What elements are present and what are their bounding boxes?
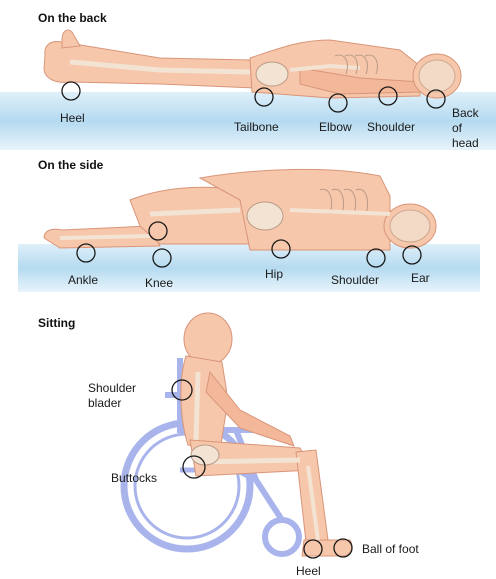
- section-title-side: On the side: [38, 158, 103, 172]
- back-body: [44, 30, 461, 98]
- section-title-sitting: Sitting: [38, 316, 75, 330]
- label-back-of-head-line1: Back: [452, 107, 479, 120]
- label-sitting-shoulder-line2: blader: [88, 397, 121, 410]
- label-side-knee: Knee: [145, 277, 173, 290]
- label-back-of-head-line2: of: [452, 122, 462, 135]
- label-back-of-head-line3: head: [452, 137, 479, 150]
- label-sitting-shoulder-line1: Shoulder: [88, 382, 136, 395]
- label-sitting-heel: Heel: [296, 565, 321, 578]
- label-side-hip: Hip: [265, 268, 283, 281]
- label-side-ankle: Ankle: [68, 274, 98, 287]
- label-back-tailbone: Tailbone: [234, 121, 279, 134]
- label-side-ear: Ear: [411, 272, 430, 285]
- label-sitting-ball-of-foot: Ball of foot: [362, 543, 419, 556]
- label-back-heel: Heel: [60, 112, 85, 125]
- label-sitting-buttocks: Buttocks: [111, 472, 157, 485]
- label-back-elbow: Elbow: [319, 121, 352, 134]
- sitting-body: [181, 313, 352, 556]
- label-back-shoulder: Shoulder: [367, 121, 415, 134]
- section-title-back: On the back: [38, 11, 107, 25]
- side-body: [44, 169, 436, 250]
- label-side-shoulder: Shoulder: [331, 274, 379, 287]
